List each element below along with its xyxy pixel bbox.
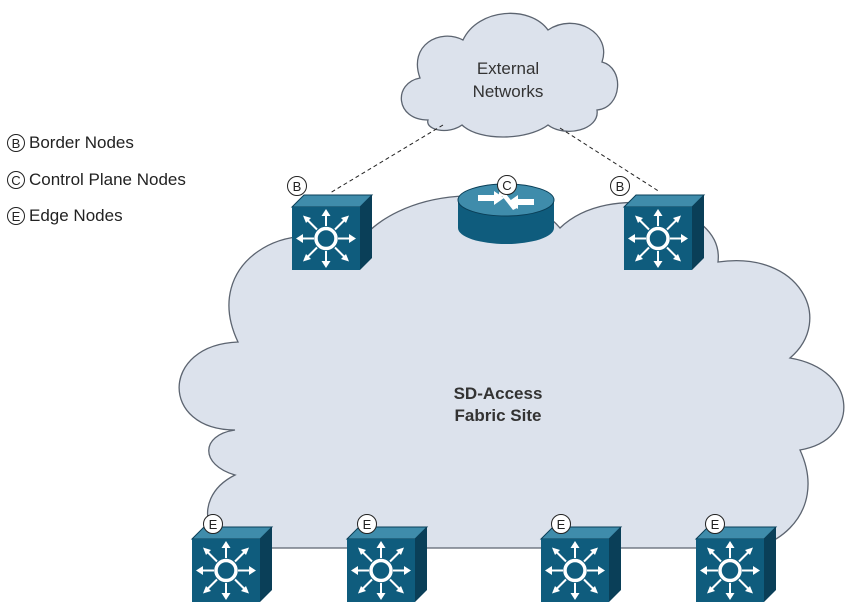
external-networks-line2: Networks (472, 82, 544, 101)
legend-label: Control Plane Nodes (29, 170, 186, 189)
control-plane-badge: C (497, 175, 517, 195)
edge-node-1 (190, 525, 274, 604)
edge-node-2 (345, 525, 429, 604)
edge-3-badge: E (551, 514, 571, 534)
connection-border-right (559, 127, 661, 193)
external-networks-label: External Networks (448, 57, 568, 103)
edge-node-4 (694, 525, 778, 604)
connection-border-left (329, 124, 444, 194)
fabric-site-label: SD-Access Fabric Site (398, 383, 598, 427)
legend-badge: E (7, 207, 25, 225)
legend-badge: C (7, 171, 25, 189)
legend-item-edge: E Edge Nodes (7, 205, 123, 227)
border-left-badge: B (287, 176, 307, 196)
border-right-badge: B (610, 176, 630, 196)
edge-1-badge: E (203, 514, 223, 534)
legend-label: Edge Nodes (29, 206, 123, 225)
border-node-left (290, 193, 374, 272)
legend-item-control-plane: C Control Plane Nodes (7, 169, 186, 191)
external-networks-line1: External (476, 59, 540, 78)
fabric-site-line1: SD-Access (453, 384, 543, 403)
legend-item-border: B Border Nodes (7, 132, 134, 154)
border-node-right (622, 193, 706, 272)
external-networks-cloud (400, 12, 619, 138)
edge-4-badge: E (705, 514, 725, 534)
edge-node-3 (539, 525, 623, 604)
fabric-site-cloud (178, 195, 845, 551)
fabric-site-line2: Fabric Site (454, 406, 542, 425)
edge-2-badge: E (357, 514, 377, 534)
legend-label: Border Nodes (29, 133, 134, 152)
legend-badge: B (7, 134, 25, 152)
